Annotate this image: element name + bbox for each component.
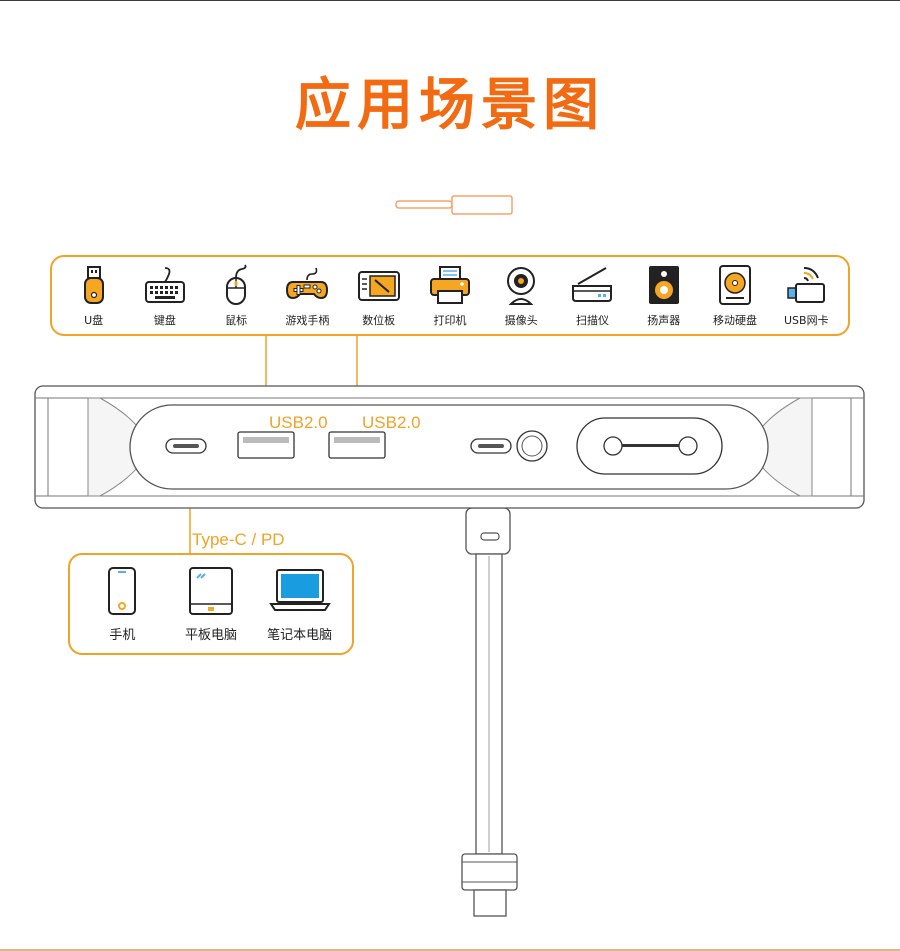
usb2-port-label: USB2.0 (362, 413, 421, 432)
typec-port-right (470, 438, 512, 454)
webcam-icon (507, 266, 536, 305)
usb-a-port-1 (237, 431, 295, 459)
device-speaker: 扬声器 (633, 264, 695, 328)
device-label: 数位板 (362, 313, 396, 327)
device-label: 移动硬盘 (713, 313, 758, 327)
device-label: 手机 (109, 627, 136, 643)
scanner-icon (572, 266, 613, 302)
device-label: 键盘 (153, 313, 176, 327)
device-label: 游戏手柄 (285, 313, 330, 327)
usb-drive-icon (83, 265, 104, 304)
gamepad-icon (286, 267, 329, 299)
device-gamepad: 游戏手柄 (276, 264, 338, 328)
device-label: 打印机 (433, 313, 467, 327)
audio-jack (516, 430, 548, 462)
typec-port-label: Type-C / PD (192, 530, 285, 549)
device-label: 扫描仪 (575, 313, 609, 327)
keyboard-icon (144, 266, 185, 303)
page-title: 应用场景图 (295, 73, 605, 138)
device-usb-drive: U盘 (63, 264, 125, 328)
phone-icon (108, 566, 137, 615)
device-scanner: 扫描仪 (561, 264, 623, 328)
hard-drive-icon (719, 264, 752, 305)
device-wifi-adapter: USB网卡 (775, 264, 837, 328)
tablet-icon (188, 566, 233, 615)
drawing-tablet-icon (357, 270, 400, 301)
usb-devices-panel: U盘 键盘 鼠标 (50, 255, 850, 336)
device-drawing-tablet: 数位板 (348, 264, 410, 328)
device-label: 平板电脑 (184, 627, 237, 643)
device-label: 扬声器 (647, 313, 681, 327)
mouse-icon (226, 264, 247, 305)
usb1-port-label: USB2.0 (269, 413, 328, 432)
device-label: 鼠标 (225, 313, 248, 327)
device-phone: 手机 (82, 566, 162, 643)
device-label: U盘 (84, 313, 104, 327)
device-label: 笔记本电脑 (267, 627, 333, 643)
device-laptop: 笔记本电脑 (260, 566, 340, 643)
speaker-icon (648, 265, 679, 304)
device-tablet: 平板电脑 (171, 566, 251, 643)
typec-port-left (165, 438, 207, 454)
hub-body (34, 385, 865, 509)
laptop-icon (268, 568, 331, 611)
wifi-adapter-icon (787, 266, 826, 303)
device-mouse: 鼠标 (205, 264, 267, 328)
bottom-border (0, 949, 900, 951)
cable (461, 507, 518, 917)
device-webcam: 摄像头 (490, 264, 552, 328)
device-label: 摄像头 (504, 313, 538, 327)
adapter-thumbnail (395, 195, 513, 215)
device-printer: 打印机 (419, 264, 481, 328)
device-keyboard: 键盘 (134, 264, 196, 328)
card-reader-slot (576, 417, 723, 475)
printer-icon (429, 265, 470, 304)
device-hard-drive: 移动硬盘 (704, 264, 766, 328)
pd-devices-panel: 手机 平板电脑 笔记本电脑 (68, 553, 354, 655)
device-label: USB网卡 (783, 313, 829, 327)
top-border (0, 0, 900, 1)
usb-a-port-2 (328, 431, 386, 459)
